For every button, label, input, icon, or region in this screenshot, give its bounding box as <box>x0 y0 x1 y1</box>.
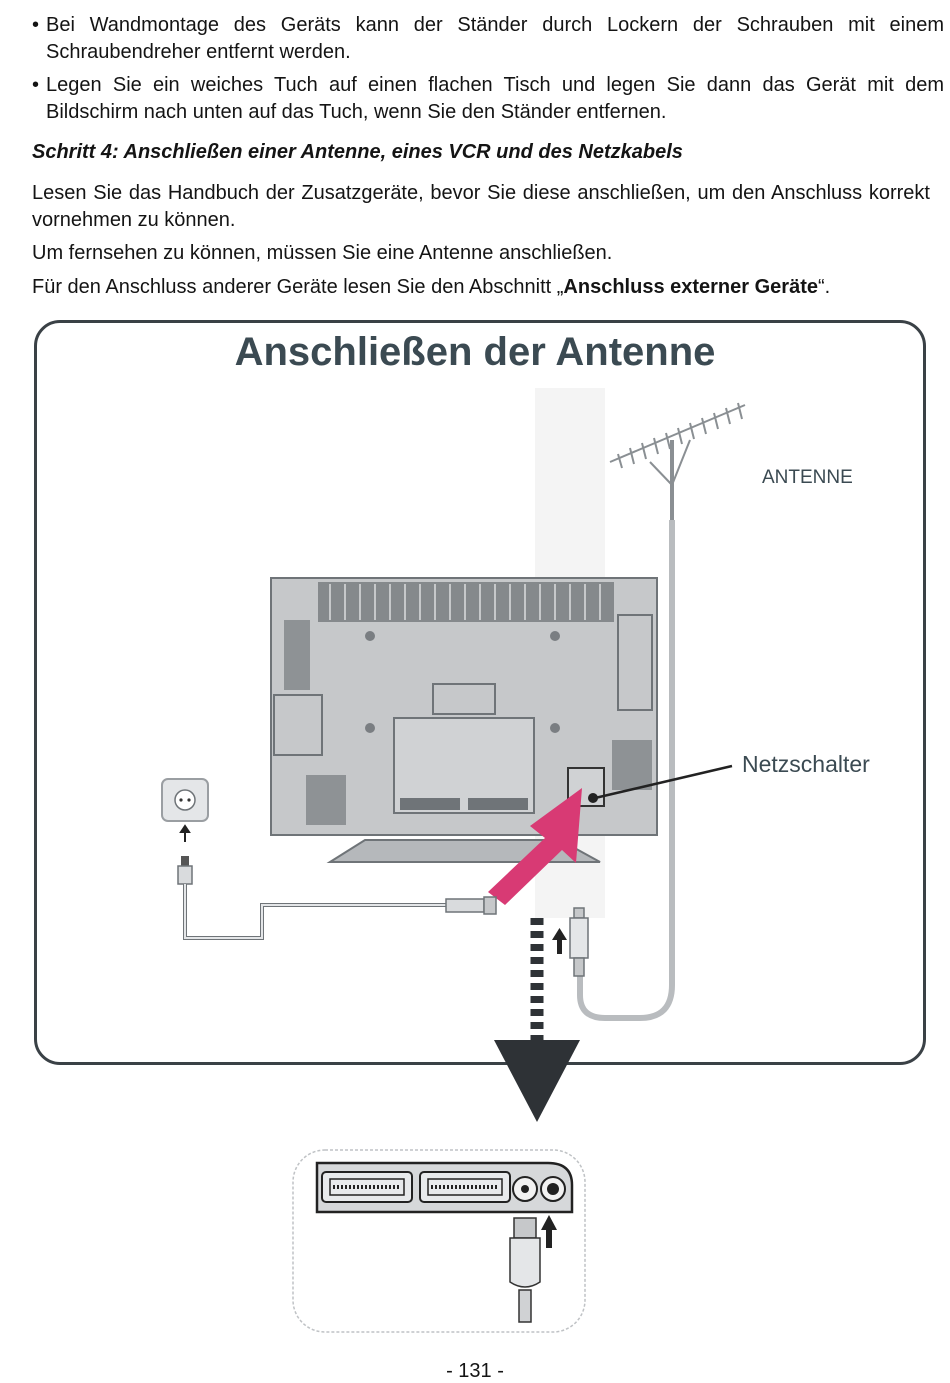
antenna-jack-detail <box>292 1149 586 1333</box>
paragraph-external-devices: Für den Anschluss anderer Geräte lesen S… <box>32 274 930 301</box>
antenna-label: ANTENNE <box>762 467 853 488</box>
power-plug-icon <box>177 856 193 885</box>
antenna-up-arrow-icon <box>552 928 567 954</box>
bullet-text: Legen Sie ein weiches Tuch auf einen fla… <box>46 74 944 123</box>
bullet-soft-cloth: • Legen Sie ein weiches Tuch auf einen fl… <box>32 72 944 126</box>
bullet-wall-mount: • Bei Wandmontage des Geräts kann der Stä… <box>32 12 944 66</box>
down-arrow-icon <box>494 1040 580 1122</box>
power-switch-label: Netzschalter <box>742 751 870 777</box>
bullet-symbol: • <box>32 14 40 36</box>
antenna-cable <box>577 520 675 1021</box>
antenna-icon <box>609 402 746 520</box>
figure-title: Anschließen der Antenne <box>234 330 716 374</box>
bullet-text: Bei Wandmontage des Geräts kann der Stän… <box>46 14 944 63</box>
section-reference-link[interactable]: Anschluss externer Geräte <box>563 276 818 298</box>
bullet-symbol: • <box>32 74 40 96</box>
paragraph-text-end: “. <box>817 276 831 298</box>
switch-pointer-line <box>594 764 733 800</box>
power-cable <box>183 884 448 940</box>
jack-up-arrow-icon <box>541 1215 557 1248</box>
step-heading: Schritt 4: Anschließen einer Antenne, ei… <box>32 141 683 163</box>
tv-back-icon <box>270 577 658 863</box>
page-number: - 131 - <box>446 1360 504 1382</box>
paragraph-antenna: Um fernsehen zu können, müssen Sie eine … <box>32 242 613 264</box>
paragraph-text: Für den Anschluss anderer Geräte lesen S… <box>32 276 564 298</box>
plug-up-arrow-icon <box>179 824 191 842</box>
antenna-plug-icon <box>569 907 589 977</box>
power-connector-icon <box>445 896 497 915</box>
pink-arrow-icon <box>488 788 582 905</box>
wall-socket-icon <box>161 778 209 822</box>
paragraph-manual: Lesen Sie das Handbuch der Zusatzgeräte,… <box>32 182 930 231</box>
